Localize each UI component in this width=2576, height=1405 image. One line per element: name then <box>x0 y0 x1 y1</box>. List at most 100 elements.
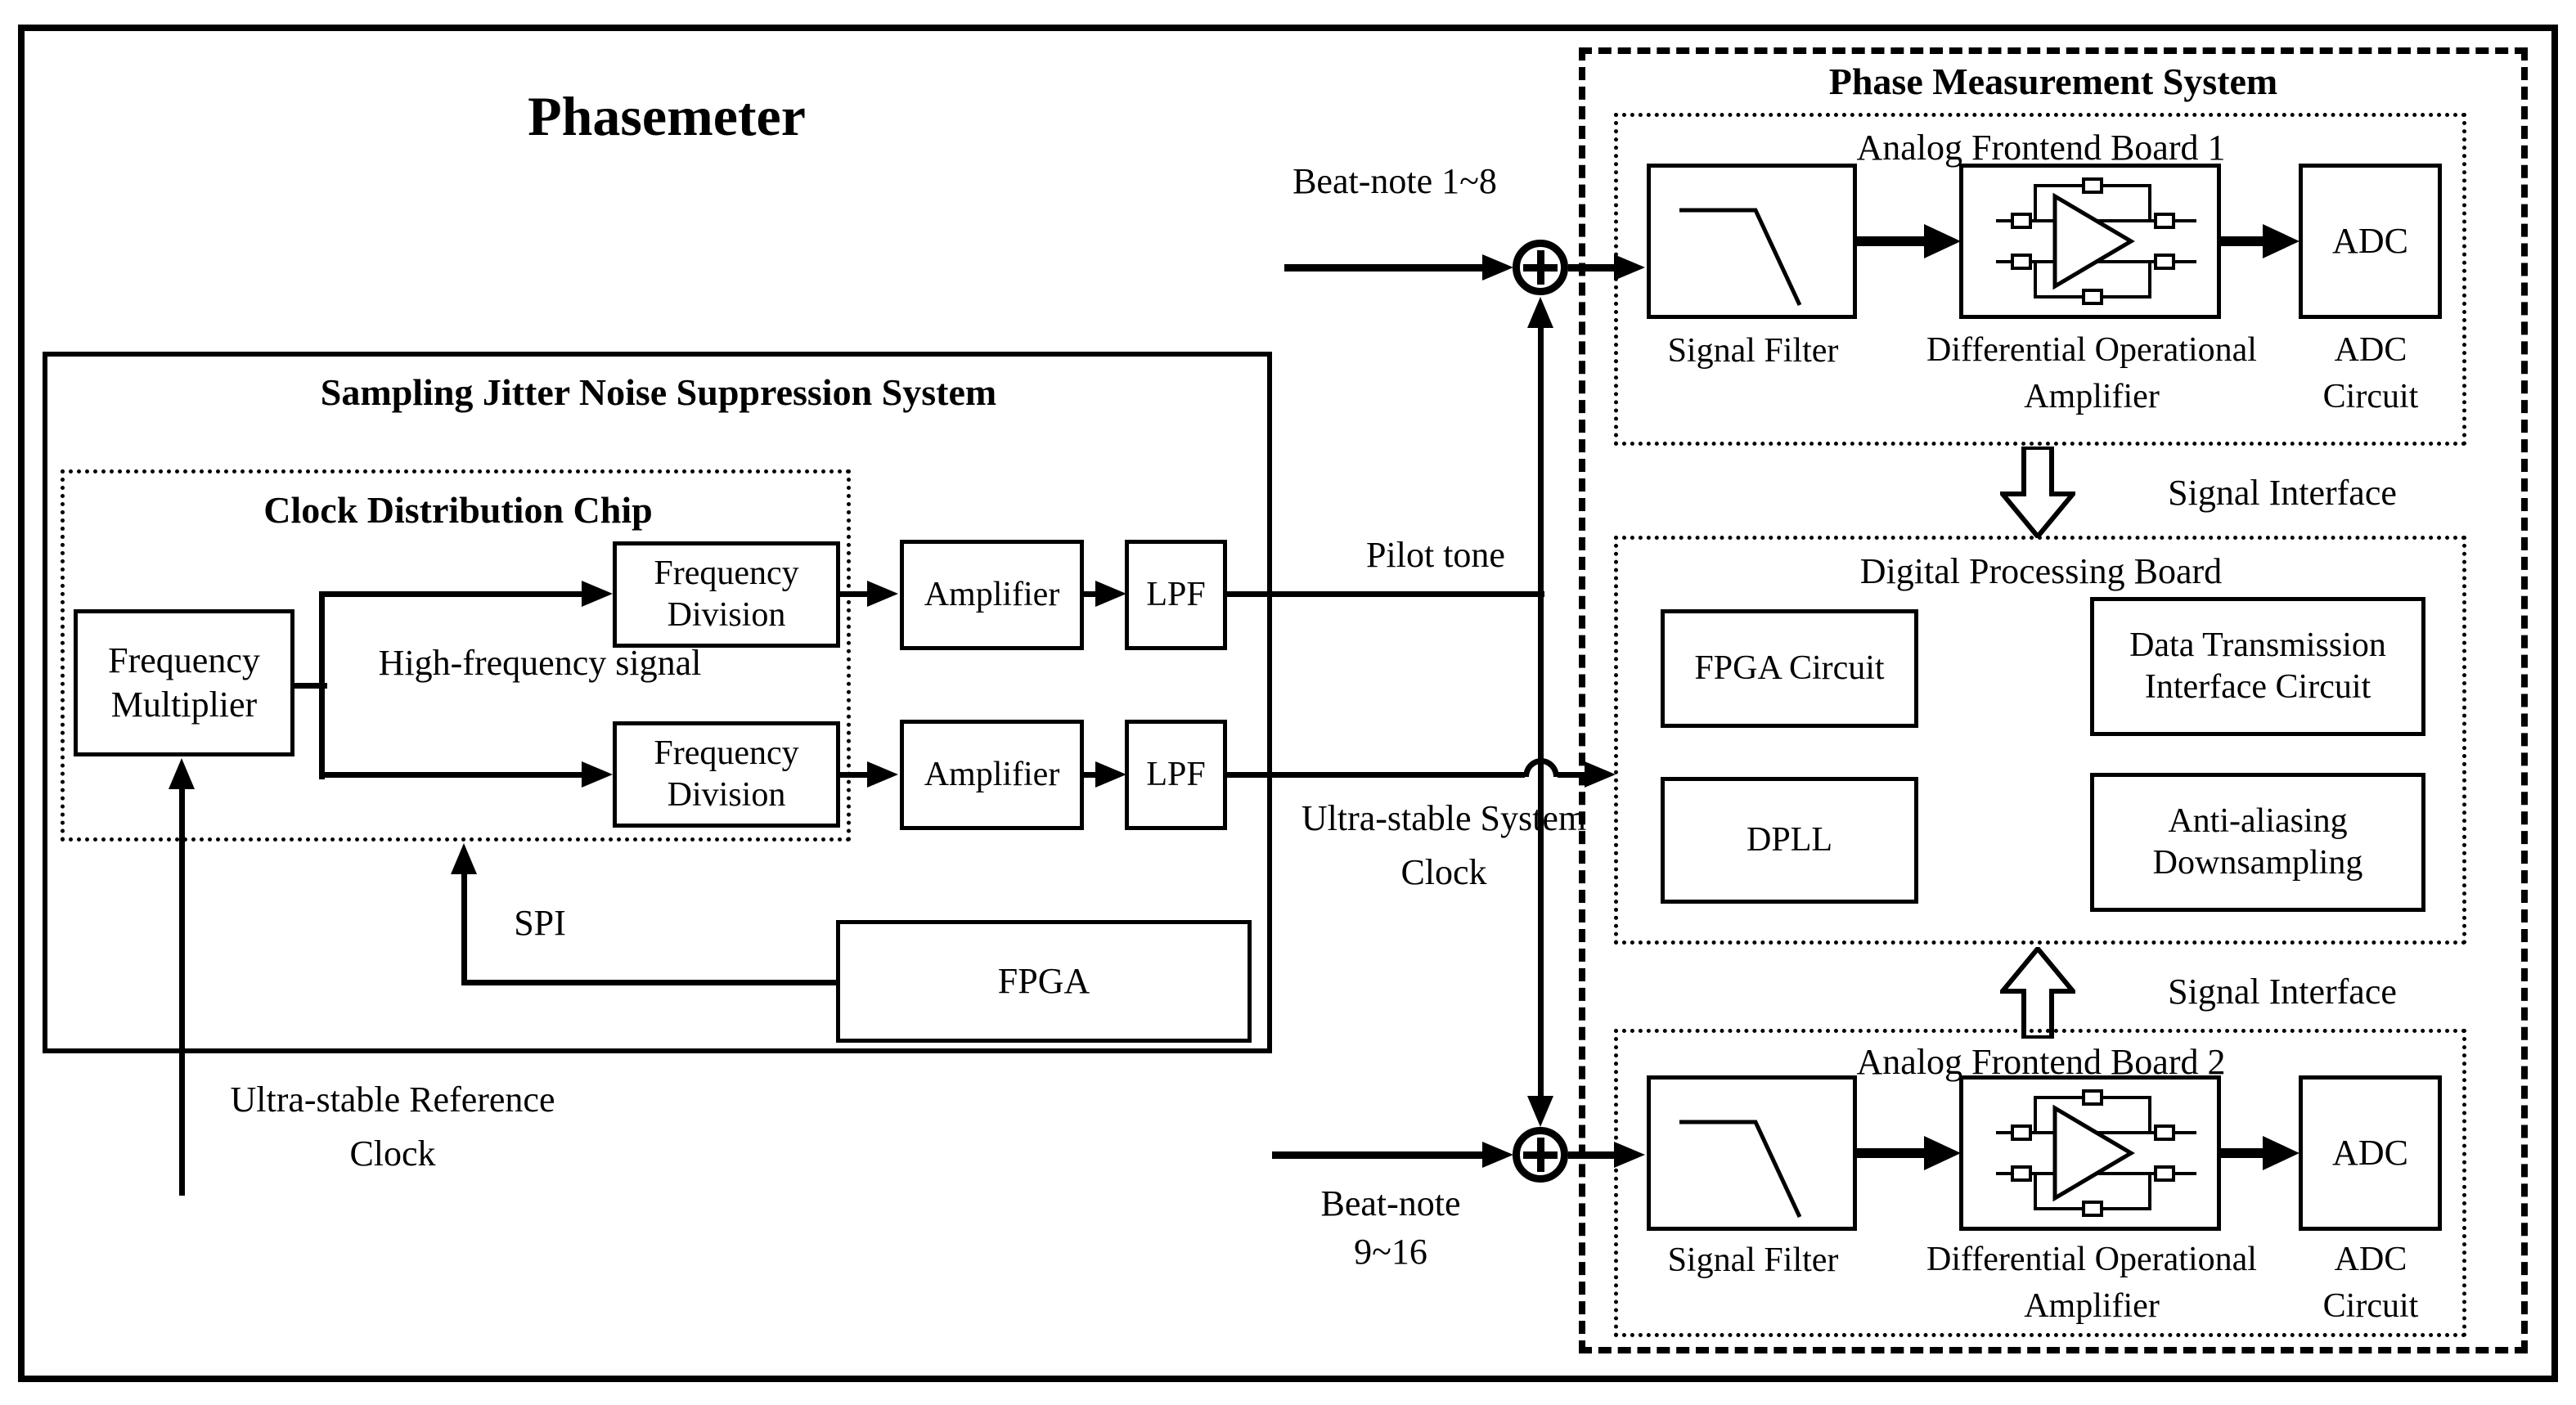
analog-frontend-board-1-title: Analog Frontend Board 1 <box>1856 128 2226 168</box>
lpf-2-label: LPF <box>1146 755 1206 793</box>
reference-clock-line <box>179 787 185 1196</box>
op-amp-icon <box>1996 177 2196 305</box>
frequency-division-1-label: Frequency Division <box>654 554 799 634</box>
pilot-vertical-arrowhead-up <box>1527 297 1553 328</box>
arrow-sf2-to-doa2 <box>1924 1136 1961 1170</box>
frequency-division-2-label: Frequency Division <box>654 734 799 814</box>
page-title: Phasemeter <box>528 85 806 147</box>
arrow-into-afb1 <box>1614 254 1645 281</box>
analog-frontend-board-2-title: Analog Frontend Board 2 <box>1856 1042 2226 1082</box>
phase-measurement-system-box <box>1579 47 2528 1353</box>
arrow-into-freq-div-2 <box>582 761 613 788</box>
lowpass-curve-icon <box>1679 208 1802 307</box>
adc-1-box: ADC <box>2299 164 2442 319</box>
mixer-1-plus-v <box>1537 250 1544 285</box>
ultra-stable-system-clock-label: Ultra-stable System Clock <box>1301 798 1587 892</box>
sampling-jitter-system-box <box>43 352 1272 1053</box>
mixer2-to-afb2-line <box>1568 1151 1616 1159</box>
fpga-label: FPGA <box>997 961 1090 1002</box>
clock-distribution-chip-box <box>61 469 851 842</box>
ultra-stable-reference-clock-label: Ultra-stable Reference Clock <box>230 1080 555 1174</box>
arrow-into-lpf1 <box>1095 581 1126 607</box>
amplifier-1-label: Amplifier <box>924 575 1060 613</box>
doa2-to-adc2-line <box>2221 1148 2266 1158</box>
split-vertical-line <box>319 591 325 779</box>
clock-distribution-chip-title: Clock Distribution Chip <box>263 489 653 531</box>
sf2-to-doa2-line <box>1857 1148 1929 1158</box>
high-frequency-signal-label: High-frequency signal <box>378 643 702 683</box>
fd1-to-amp1-line <box>838 591 871 597</box>
op-amp-icon <box>1996 1089 2196 1217</box>
beat-note-9-16-label: Beat-note 9~16 <box>1320 1183 1461 1273</box>
frequency-division-1-box: Frequency Division <box>613 541 840 648</box>
system-clock-hop-icon <box>1523 758 1559 777</box>
frequency-multiplier-box: Frequency Multiplier <box>74 609 294 756</box>
diff-op-amp-2-box <box>1959 1075 2221 1231</box>
arrow-doa1-to-adc1 <box>2263 224 2300 258</box>
amp2-to-lpf2-line <box>1082 772 1099 778</box>
frequency-division-2-box: Frequency Division <box>613 721 840 828</box>
mixer1-to-afb1-line <box>1568 264 1616 272</box>
freq-mult-output-line <box>290 683 327 689</box>
adc-2-box: ADC <box>2299 1075 2442 1231</box>
signal-interface-bottom-arrow-icon <box>2000 947 2075 1039</box>
spi-arrowhead-up <box>451 843 477 874</box>
dpll-label: DPLL <box>1747 820 1832 859</box>
beat-note-9-16-line <box>1272 1151 1490 1159</box>
system-clock-line-a <box>1225 772 1525 778</box>
spi-horizontal-line <box>461 980 838 985</box>
fpga-box: FPGA <box>836 920 1252 1043</box>
arrow-into-amp1 <box>867 581 898 607</box>
diff-op-amp-1-label: Differential Operational Amplifier <box>1926 331 2257 415</box>
data-transmission-interface-label: Data Transmission Interface Circuit <box>2129 626 2386 706</box>
mixer-2-plus-v <box>1537 1138 1544 1172</box>
arrow-into-freq-div-1 <box>582 581 613 607</box>
lpf-1-box: LPF <box>1125 540 1227 650</box>
signal-interface-top-label: Signal Interface <box>2168 473 2397 513</box>
anti-aliasing-downsampling-label: Anti-aliasing Downsampling <box>2152 801 2363 882</box>
signal-filter-1-label: Signal Filter <box>1667 332 1839 370</box>
spi-vertical-line <box>461 871 467 985</box>
pilot-vertical-line <box>1538 325 1544 1098</box>
reference-clock-arrowhead <box>169 758 195 789</box>
amplifier-1-box: Amplifier <box>900 540 1084 650</box>
diff-op-amp-2-label: Differential Operational Amplifier <box>1926 1241 2257 1325</box>
phase-measurement-system-title: Phase Measurement System <box>1828 61 2278 102</box>
mixer-1-icon <box>1513 240 1568 295</box>
amp1-to-lpf1-line <box>1082 591 1099 597</box>
fd2-to-amp2-line <box>838 772 871 778</box>
outer-frame <box>18 25 2558 1382</box>
amplifier-2-box: Amplifier <box>900 720 1084 830</box>
analog-frontend-board-2-box <box>1614 1029 2466 1337</box>
arrow-into-dpb <box>1585 761 1616 788</box>
anti-aliasing-downsampling-box: Anti-aliasing Downsampling <box>2090 773 2425 912</box>
arrow-into-afb2 <box>1614 1142 1645 1168</box>
lpf-2-box: LPF <box>1125 720 1227 830</box>
signal-interface-bottom-label: Signal Interface <box>2168 972 2397 1012</box>
beat-note-1-8-arrowhead <box>1482 254 1513 281</box>
fpga-circuit-label: FPGA Circuit <box>1694 649 1885 687</box>
signal-filter-1-box <box>1647 164 1857 319</box>
signal-interface-top-arrow-icon <box>2000 447 2075 538</box>
signal-filter-2-label: Signal Filter <box>1667 1241 1839 1279</box>
pilot-tone-line <box>1225 591 1544 597</box>
sf1-to-doa1-line <box>1857 236 1929 246</box>
lpf-1-label: LPF <box>1146 575 1206 613</box>
lowpass-curve-icon <box>1679 1120 1802 1219</box>
beat-note-9-16-arrowhead <box>1482 1142 1513 1168</box>
arrow-sf1-to-doa1 <box>1924 224 1961 258</box>
pilot-tone-label: Pilot tone <box>1366 535 1505 575</box>
system-clock-line-b <box>1558 772 1586 778</box>
digital-processing-board-box <box>1614 536 2466 945</box>
arrow-doa2-to-adc2 <box>2263 1136 2300 1170</box>
dpll-box: DPLL <box>1661 777 1918 904</box>
doa1-to-adc1-line <box>2221 236 2266 246</box>
diff-op-amp-1-box <box>1959 164 2221 319</box>
pilot-vertical-arrowhead-down <box>1527 1096 1553 1127</box>
digital-processing-board-title: Digital Processing Board <box>1859 551 2223 591</box>
fpga-circuit-box: FPGA Circuit <box>1661 609 1918 728</box>
beat-note-1-8-label: Beat-note 1~8 <box>1292 161 1497 201</box>
split-bottom-branch-line <box>319 772 585 778</box>
adc-1-text: ADC <box>2332 221 2408 262</box>
